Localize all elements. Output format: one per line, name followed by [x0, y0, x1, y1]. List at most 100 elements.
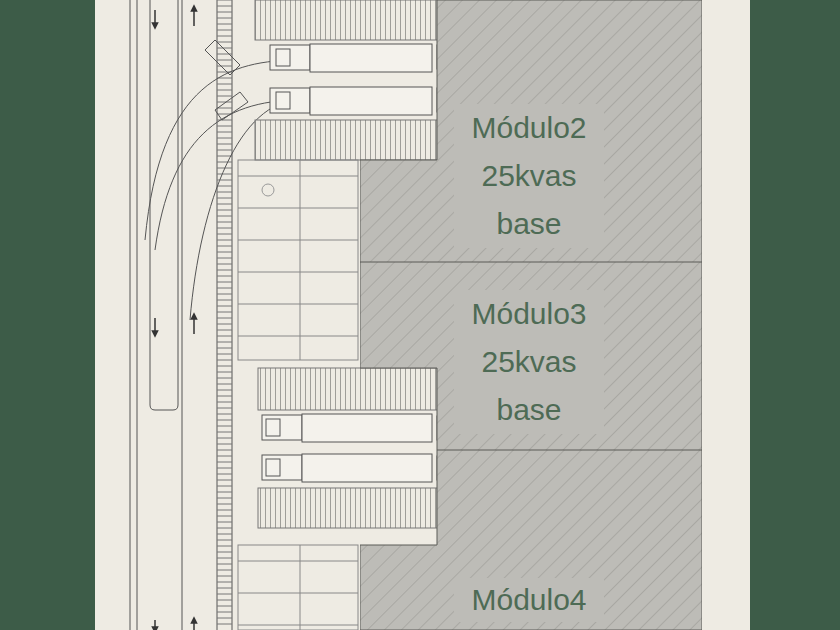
rail-tie	[217, 348, 232, 349]
rail-tie	[217, 444, 232, 445]
rail-tie	[217, 558, 232, 559]
module-hatch	[360, 262, 702, 450]
rail-tie	[217, 30, 232, 31]
rail-tie	[217, 618, 232, 619]
rail-tie	[217, 12, 232, 13]
parking-line	[238, 336, 358, 337]
rail-tie	[217, 564, 232, 565]
rail-tie	[217, 528, 232, 529]
rail-tie	[217, 468, 232, 469]
rail-tie	[217, 594, 232, 595]
rail-tie	[217, 60, 232, 61]
module-hatch	[360, 450, 702, 630]
rail-tie	[217, 198, 232, 199]
rail-tie	[217, 384, 232, 385]
rail-tie	[217, 624, 232, 625]
rail-tie	[217, 612, 232, 613]
rail-tie	[217, 108, 232, 109]
rail-tie	[217, 258, 232, 259]
rail-tie	[217, 474, 232, 475]
rail-tie	[217, 0, 232, 1]
rail-tie	[217, 420, 232, 421]
rail-tie	[217, 264, 232, 265]
rail-tie	[217, 96, 232, 97]
rail-tie	[217, 522, 232, 523]
rail-tie	[217, 42, 232, 43]
rail-tie	[217, 504, 232, 505]
rail-tie	[217, 144, 232, 145]
parking-line	[238, 272, 358, 273]
parking-line	[238, 208, 358, 209]
rail-tie	[217, 456, 232, 457]
rail-tie	[217, 510, 232, 511]
parking-line	[238, 593, 358, 594]
rail-tie	[217, 336, 232, 337]
rail-tie	[217, 276, 232, 277]
rail-tie	[217, 36, 232, 37]
rail-tie	[217, 576, 232, 577]
rail-tie	[217, 498, 232, 499]
rail-tie	[217, 300, 232, 301]
rail-tie	[217, 516, 232, 517]
rail-tie	[217, 342, 232, 343]
module-area: Módulo4	[360, 450, 702, 630]
parking-line	[238, 240, 358, 241]
rail-tie	[217, 132, 232, 133]
rail-track	[217, 0, 232, 624]
module-hatch	[360, 0, 702, 262]
rail-tie	[217, 216, 232, 217]
tree-symbol	[262, 184, 274, 196]
module-label: Módulo2 25kvas base	[454, 104, 604, 248]
rail-tie	[217, 414, 232, 415]
rail-tie	[217, 246, 232, 247]
rail-tie	[217, 102, 232, 103]
rail-tie	[217, 318, 232, 319]
rail-tie	[217, 282, 232, 283]
rail-tie	[217, 366, 232, 367]
parking-block	[238, 545, 358, 630]
rail-tie	[217, 486, 232, 487]
rail-tie	[217, 570, 232, 571]
rail-tie	[217, 270, 232, 271]
rail-tie	[217, 156, 232, 157]
module-area: Módulo3 25kvas base	[360, 262, 702, 450]
rail-tie	[217, 354, 232, 355]
parking-line	[300, 160, 301, 360]
rail-tie	[217, 138, 232, 139]
rail-tie	[217, 546, 232, 547]
rail-tie	[217, 438, 232, 439]
rail-tie	[217, 408, 232, 409]
rail-tie	[217, 18, 232, 19]
parking-line	[238, 625, 358, 626]
rail-tie	[217, 186, 232, 187]
rail-tie	[217, 360, 232, 361]
parking-line	[238, 561, 358, 562]
rail-tie	[217, 204, 232, 205]
parking-grid	[238, 160, 358, 630]
rail-tie	[217, 126, 232, 127]
road	[130, 0, 232, 630]
rail-tie	[217, 588, 232, 589]
rail-tie	[217, 540, 232, 541]
parking-block	[238, 160, 358, 360]
rail-tie	[217, 210, 232, 211]
module-label: Módulo4	[454, 578, 604, 622]
parking-line	[238, 176, 358, 177]
rail-tie	[217, 378, 232, 379]
rail-tie	[217, 432, 232, 433]
module-label: Módulo3 25kvas base	[454, 290, 604, 434]
rail-tie	[217, 600, 232, 601]
rail-tie	[217, 288, 232, 289]
rail-tie	[217, 402, 232, 403]
rail-tie	[217, 6, 232, 7]
rail-tie	[217, 294, 232, 295]
rail-tie	[217, 492, 232, 493]
rail-tie	[217, 552, 232, 553]
rail-tie	[217, 324, 232, 325]
rail-tie	[217, 24, 232, 25]
rail-tie	[217, 228, 232, 229]
ground	[95, 0, 750, 630]
module-area: Módulo2 25kvas base	[360, 0, 702, 262]
parking-line	[238, 304, 358, 305]
rail-tie	[217, 174, 232, 175]
